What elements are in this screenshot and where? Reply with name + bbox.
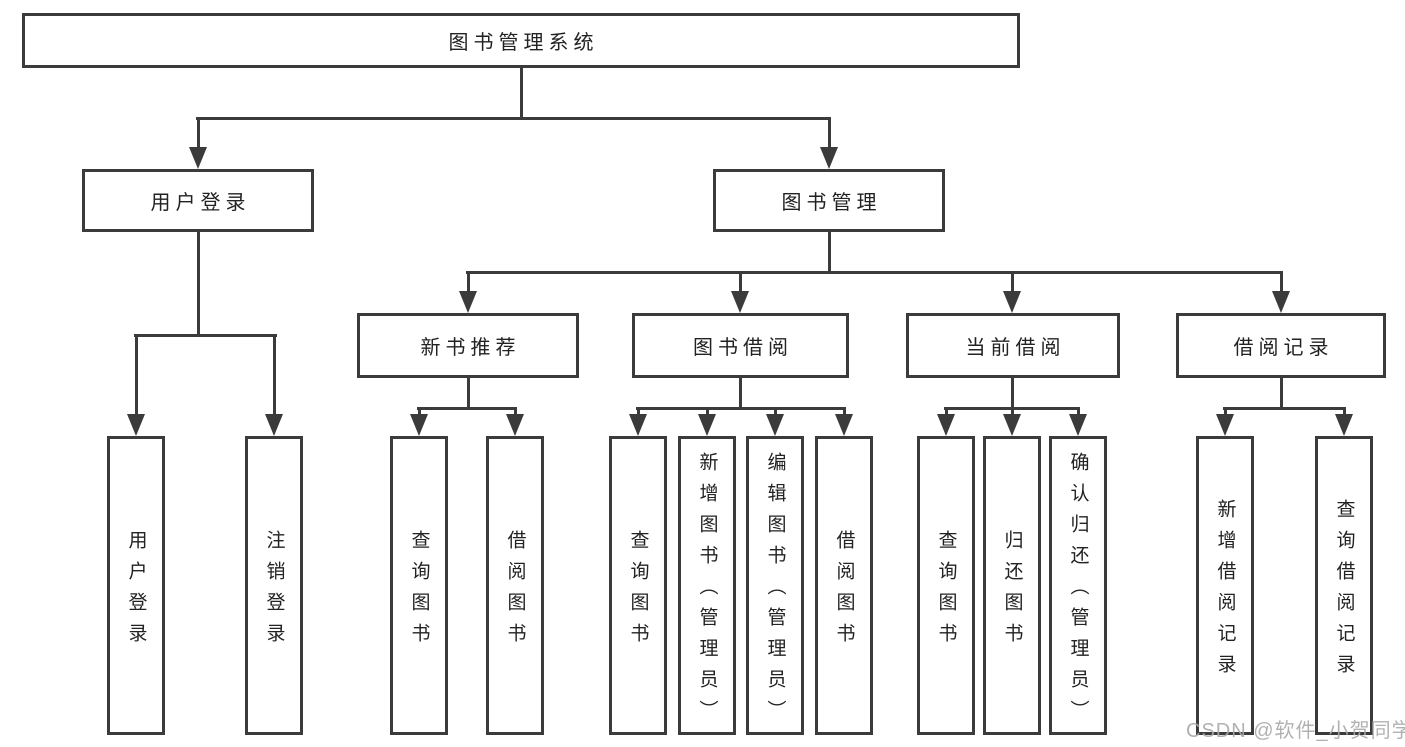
connector-line [134, 334, 277, 337]
connector-line [520, 68, 523, 118]
leaf-label: 借阅图书 [833, 529, 855, 654]
leaf-label: 借阅图书 [504, 529, 526, 654]
connector-line [706, 407, 709, 416]
leaf-label: 新增借阅记录 [1214, 498, 1236, 685]
leaf-label: 查询图书 [408, 529, 430, 654]
connector-line [828, 117, 831, 149]
connector-line [1011, 407, 1014, 416]
connector-line [418, 407, 421, 416]
connector-line [1224, 407, 1227, 416]
leaf-query-books-recommend: 查询图书 [390, 436, 448, 735]
arrowhead [1003, 291, 1021, 313]
connector-line [1343, 407, 1346, 416]
leaf-query-books-current: 查询图书 [917, 436, 975, 735]
connector-line [417, 407, 517, 410]
connector-line [196, 117, 831, 120]
arrowhead [1003, 414, 1021, 436]
leaf-label: 查询图书 [627, 529, 649, 654]
node-book-borrowing: 图书借阅 [632, 313, 849, 378]
arrowhead [459, 291, 477, 313]
connector-line [514, 407, 517, 416]
csdn-watermark: CSDN @软件_小贺同学 [1186, 720, 1405, 742]
leaf-user-login: 用户登录 [107, 436, 165, 735]
arrowhead [1335, 414, 1353, 436]
connector-line [467, 271, 470, 293]
arrowhead [265, 414, 283, 436]
arrowhead [1272, 291, 1290, 313]
connector-line [945, 407, 948, 416]
node-label: 图书借阅 [693, 337, 793, 359]
connector-line [774, 407, 777, 416]
connector-line [197, 232, 200, 337]
node-label: 图书管理 [781, 192, 882, 214]
connector-line [1280, 271, 1283, 293]
connector-line [636, 407, 846, 410]
node-label: 用户登录 [150, 192, 251, 214]
connector-line [273, 334, 276, 416]
connector-line [637, 407, 640, 416]
connector-line [467, 378, 470, 410]
node-current-borrowing: 当前借阅 [906, 313, 1120, 378]
leaf-label: 用户登录 [125, 529, 147, 654]
arrowhead [698, 414, 716, 436]
connector-line [739, 378, 742, 410]
arrowhead [731, 291, 749, 313]
connector-line [739, 271, 742, 293]
node-library-management-system: 图书管理系统 [22, 13, 1020, 68]
leaf-query-books-borrowing: 查询图书 [609, 436, 667, 735]
leaf-add-books-admin: 新增图书（管理员） [678, 436, 736, 735]
connector-line [197, 117, 200, 149]
node-book-management: 图书管理 [713, 169, 945, 232]
connector-line [1280, 378, 1283, 410]
connector-line [135, 334, 138, 416]
connector-line [1077, 407, 1080, 416]
connector-line [466, 271, 1283, 274]
arrowhead [629, 414, 647, 436]
node-label: 图书管理系统 [448, 32, 599, 54]
leaf-label: 归还图书 [1001, 529, 1023, 654]
leaf-add-borrow-record: 新增借阅记录 [1196, 436, 1254, 735]
leaf-return-books: 归还图书 [983, 436, 1041, 735]
leaf-borrow-books: 借阅图书 [815, 436, 873, 735]
leaf-label: 查询图书 [935, 529, 957, 654]
arrowhead [937, 414, 955, 436]
connector-line [843, 407, 846, 416]
arrowhead [766, 414, 784, 436]
arrowhead [410, 414, 428, 436]
leaf-edit-books-admin: 编辑图书（管理员） [746, 436, 804, 735]
connector-line [828, 232, 831, 274]
connector-line [1223, 407, 1346, 410]
leaf-label: 编辑图书（管理员） [764, 452, 786, 731]
leaf-query-borrow-record: 查询借阅记录 [1315, 436, 1373, 735]
leaf-logout: 注销登录 [245, 436, 303, 735]
connector-line [1011, 271, 1014, 293]
leaf-borrow-books-recommend: 借阅图书 [486, 436, 544, 735]
leaf-confirm-return-admin: 确认归还（管理员） [1049, 436, 1107, 735]
node-label: 借阅记录 [1233, 337, 1334, 359]
node-new-book-recommend: 新书推荐 [357, 313, 579, 378]
arrowhead [820, 147, 838, 169]
node-label: 当前借阅 [965, 337, 1066, 359]
arrowhead [506, 414, 524, 436]
node-label: 新书推荐 [420, 337, 521, 359]
node-borrowing-records: 借阅记录 [1176, 313, 1386, 378]
arrowhead [835, 414, 853, 436]
leaf-label: 注销登录 [263, 529, 285, 654]
connector-line [1011, 378, 1014, 410]
arrowhead [189, 147, 207, 169]
arrowhead [127, 414, 145, 436]
arrowhead [1069, 414, 1087, 436]
arrowhead [1216, 414, 1234, 436]
leaf-label: 查询借阅记录 [1333, 498, 1355, 685]
leaf-label: 新增图书（管理员） [696, 452, 718, 731]
leaf-label: 确认归还（管理员） [1067, 452, 1089, 731]
node-user-login: 用户登录 [82, 169, 314, 232]
